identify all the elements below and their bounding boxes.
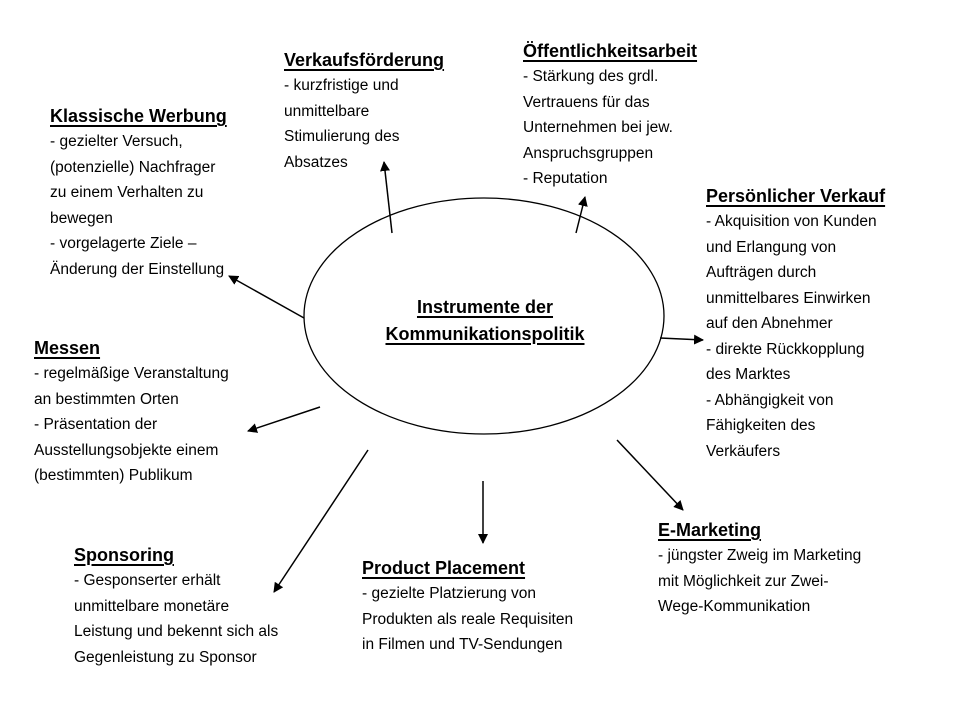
node-text-line: zu einem Verhalten zu	[50, 184, 204, 201]
arrow-to-klassische-werbung	[228, 275, 305, 319]
node-text-line: Stimulierung des	[284, 128, 400, 145]
center-label-line1: Instrumente der	[416, 297, 554, 317]
node-title: Verkaufsförderung	[284, 50, 445, 70]
node-text-line: in Filmen und TV-Sendungen	[362, 636, 563, 653]
node-text-line: - Stärkung des grdl.	[523, 68, 659, 85]
arrow-to-oeffentlichkeitsarbeit	[575, 196, 588, 234]
node-text-line: auf den Abnehmer	[706, 315, 833, 332]
node-text-line: Verkäufers	[706, 442, 781, 460]
node-text-line: unmittelbare monetäre	[74, 597, 230, 615]
node-verkaufsfoerderung: Verkaufsförderung - kurzfristige und unm…	[284, 47, 444, 175]
node-text-line: unmittelbares Einwirken	[706, 289, 871, 307]
node-product-placement: Product Placement - gezielte Platzierung…	[362, 555, 573, 658]
node-persoenlicher-verkauf: Persönlicher Verkauf - Akquisition von K…	[706, 183, 885, 464]
node-text-line: Leistung und bekennt sich als	[74, 623, 279, 640]
node-title: Persönlicher Verkauf	[706, 186, 886, 206]
node-text-line: - direkte Rückkopplung	[706, 340, 865, 358]
node-text-line: - gezielter Versuch,	[50, 133, 183, 150]
node-text-line: mit Möglichkeit zur Zwei-	[658, 572, 829, 590]
node-text-line: Anspruchsgruppen	[523, 144, 654, 162]
node-title: Klassische Werbung	[50, 106, 227, 126]
node-text-line: Aufträgen durch	[706, 264, 817, 281]
node-text-line: - gezielte Platzierung von	[362, 585, 537, 602]
center-label-line2: Kommunikationspolitik	[385, 324, 585, 344]
node-text-line: (bestimmten) Publikum	[34, 467, 193, 484]
node-messen: Messen - regelmäßige Veranstaltung an be…	[34, 335, 229, 489]
node-title: Sponsoring	[74, 545, 174, 565]
node-text-line: Fähigkeiten des	[706, 417, 816, 434]
node-text-line: Produkten als reale Requisiten	[362, 610, 574, 628]
center-ellipse	[303, 197, 665, 435]
node-title: Messen	[34, 338, 101, 358]
node-text-line: (potenzielle) Nachfrager	[50, 158, 216, 176]
node-text-line: Ausstellungsobjekte einem	[34, 441, 219, 459]
node-sponsoring: Sponsoring - Gesponserter erhält unmitte…	[74, 542, 278, 670]
node-text-line: des Marktes	[706, 366, 791, 383]
node-title: E-Marketing	[658, 520, 762, 540]
node-title: Öffentlichkeitsarbeit	[523, 41, 698, 61]
node-title: Product Placement	[362, 558, 526, 578]
arrow-to-sponsoring	[273, 449, 369, 593]
node-text-line: Gegenleistung zu Sponsor	[74, 648, 257, 666]
node-text-line: - Gesponserter erhält	[74, 572, 221, 589]
node-text-line: Vertrauens für das	[523, 93, 650, 111]
node-text-line: - Präsentation der	[34, 416, 158, 433]
arrow-to-verkaufsfoerderung	[380, 161, 393, 234]
node-text-line: an bestimmten Orten	[34, 390, 179, 408]
node-text-line: unmittelbare	[284, 102, 370, 120]
node-text-line: - Akquisition von Kunden	[706, 213, 877, 230]
node-oeffentlichkeitsarbeit: Öffentlichkeitsarbeit - Stärkung des grd…	[523, 38, 697, 192]
arrow-to-e-marketing	[616, 439, 684, 511]
node-e-marketing: E-Marketing - jüngster Zweig im Marketin…	[658, 517, 861, 620]
node-text-line: Wege-Kommunikation	[658, 598, 811, 615]
node-text-line: Absatzes	[284, 153, 348, 171]
node-text-line: bewegen	[50, 209, 113, 227]
node-text-line: - Reputation	[523, 170, 608, 187]
node-text-line: - regelmäßige Veranstaltung	[34, 365, 229, 382]
arrow-to-messen	[247, 406, 321, 433]
center-label: Instrumente der Kommunikationspolitik	[330, 294, 640, 348]
node-text-line: und Erlangung von	[706, 238, 837, 256]
node-text-line: Unternehmen bei jew.	[523, 119, 673, 136]
node-text-line: - vorgelagerte Ziele –	[50, 235, 197, 252]
node-text-line: - Abhängigkeit von	[706, 391, 834, 409]
node-klassische-werbung: Klassische Werbung - gezielter Versuch, …	[50, 103, 227, 282]
node-text-line: Änderung der Einstellung	[50, 260, 225, 278]
node-text-line: - jüngster Zweig im Marketing	[658, 547, 862, 564]
arrow-to-persoenlicher-verkauf	[659, 334, 704, 345]
node-text-line: - kurzfristige und	[284, 77, 399, 94]
